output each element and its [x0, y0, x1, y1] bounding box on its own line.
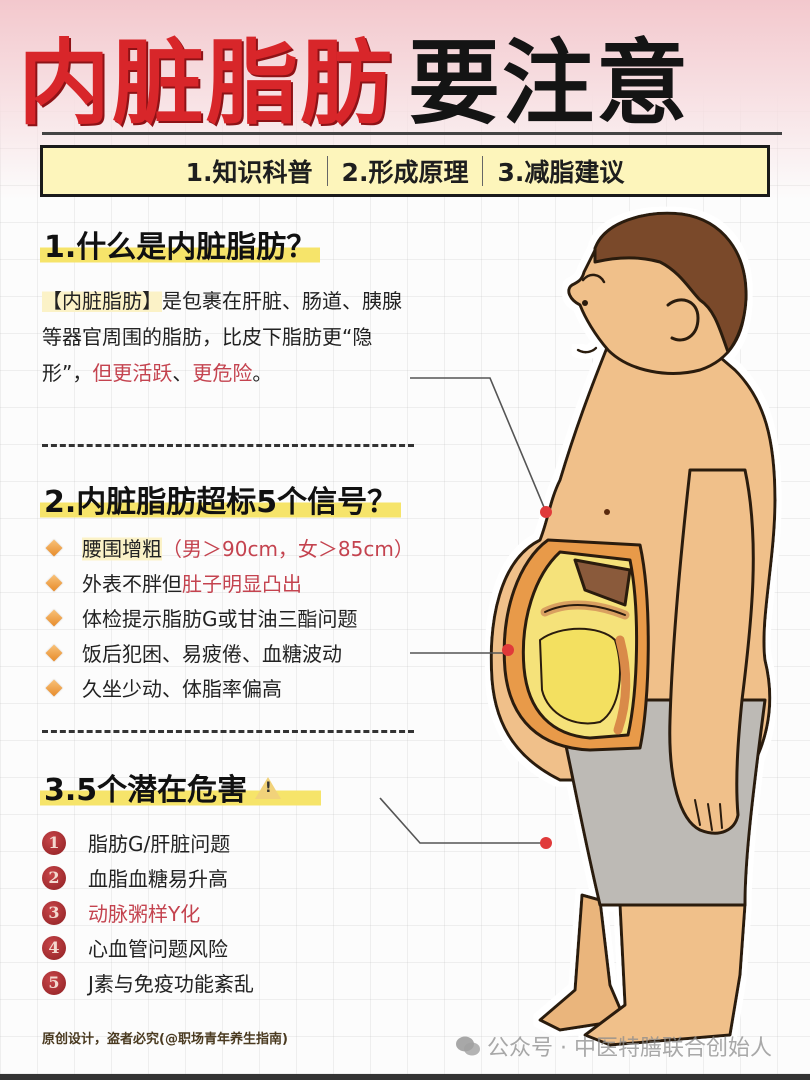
diamond-bullet-icon	[45, 574, 63, 591]
title-red-part: 内脏脂肪	[18, 29, 395, 137]
list-item: 腰围增粗（男＞90cm，女＞85cm）	[42, 530, 414, 565]
nav-item-knowledge: 1.知识科普	[185, 158, 313, 187]
para-sep: 、	[172, 361, 193, 385]
item-text: 动脉粥样Y化	[88, 902, 201, 926]
title-black-part: 要注意	[408, 29, 691, 137]
list-item: 体检提示脂肪G或甘油三酯问题	[42, 600, 414, 635]
item-text: 心血管问题风险	[88, 937, 228, 961]
list-item: 外表不胖但肚子明显凸出	[42, 565, 414, 600]
list-item: 1 脂肪G/肝脏问题	[42, 825, 254, 860]
nav-separator	[482, 156, 484, 186]
title-divider	[42, 132, 782, 135]
diamond-bullet-icon	[45, 679, 63, 696]
section3-heading: 3.5个潜在危害!	[40, 765, 322, 809]
list-item: 2 血脂血糖易升高	[42, 860, 254, 895]
number-badge-icon: 2	[42, 865, 66, 890]
credit-text: 原创设计，盗者必究(@职场青年养生指南)	[42, 1032, 288, 1047]
number-badge-icon: 1	[42, 830, 66, 855]
para-text: 是包裹在肝脏、肠道、胰腺等器官周围的脂肪，比皮下脂肪更“隐形”，	[42, 289, 402, 385]
topic-nav: 1.知识科普 2.形成原理 3.减脂建议	[40, 145, 770, 197]
nav-separator	[326, 156, 328, 186]
item-text: 外表不胖但	[82, 572, 182, 596]
item-text: 脂肪G/肝脏问题	[88, 832, 231, 856]
item-text: J素与免疫功能紊乱	[88, 972, 254, 996]
diamond-bullet-icon	[45, 609, 63, 626]
para-red-text: 更危险	[192, 361, 253, 385]
list-item: 饭后犯困、易疲倦、血糖波动	[42, 635, 414, 670]
para-end: 。	[252, 361, 273, 385]
list-item: 4 心血管问题风险	[42, 930, 254, 965]
item-red-text: （男＞90cm，女＞85cm）	[162, 537, 414, 561]
number-badge-icon: 5	[42, 970, 66, 995]
nav-item-advice: 3.减脂建议	[497, 158, 625, 187]
item-red-text: 肚子明显凸出	[182, 572, 302, 596]
signals-list: 腰围增粗（男＞90cm，女＞85cm） 外表不胖但肚子明显凸出 体检提示脂肪G或…	[42, 530, 414, 705]
diamond-bullet-icon	[45, 644, 63, 661]
para-red-text: 但更活跃	[92, 361, 173, 385]
list-item: 3 动脉粥样Y化	[42, 895, 254, 930]
list-item: 5 J素与免疫功能紊乱	[42, 965, 254, 1000]
wechat-icon	[456, 1036, 480, 1056]
item-text: 腰围增粗	[82, 533, 162, 562]
number-badge-icon: 4	[42, 935, 66, 960]
item-text: 体检提示脂肪G或甘油三酯问题	[82, 607, 358, 631]
section1-heading: 1.什么是内脏脂肪？	[40, 222, 321, 266]
section3-heading-text: 3.5个潜在危害	[44, 773, 248, 808]
nav-item-mechanism: 2.形成原理	[341, 158, 469, 187]
page-title: 内脏脂肪 要注意	[18, 20, 798, 137]
item-text: 血脂血糖易升高	[88, 867, 228, 891]
item-text: 久坐少动、体脂率偏高	[82, 677, 282, 701]
term-highlight: 【内脏脂肪】	[42, 289, 162, 313]
section1-paragraph: 【内脏脂肪】是包裹在肝脏、肠道、胰腺等器官周围的脂肪，比皮下脂肪更“隐形”，但更…	[42, 283, 412, 391]
section2-heading: 2.内脏脂肪超标5个信号？	[40, 477, 402, 521]
number-badge-icon: 3	[42, 900, 66, 925]
item-text: 饭后犯困、易疲倦、血糖波动	[82, 642, 342, 666]
watermark: 公众号 · 中医特膳联合创始人	[455, 1030, 772, 1062]
diamond-bullet-icon	[45, 539, 63, 556]
dashed-divider	[42, 730, 414, 733]
warning-triangle-icon: !	[255, 776, 282, 799]
watermark-text: 公众号 · 中医特膳联合创始人	[487, 1036, 772, 1061]
hazards-list: 1 脂肪G/肝脏问题 2 血脂血糖易升高 3 动脉粥样Y化 4 心血管问题风险 5 J素与…	[42, 825, 254, 1000]
bottom-bar	[0, 1074, 810, 1080]
dashed-divider	[42, 444, 414, 447]
list-item: 久坐少动、体脂率偏高	[42, 670, 414, 705]
warning-mark: !	[265, 779, 272, 796]
